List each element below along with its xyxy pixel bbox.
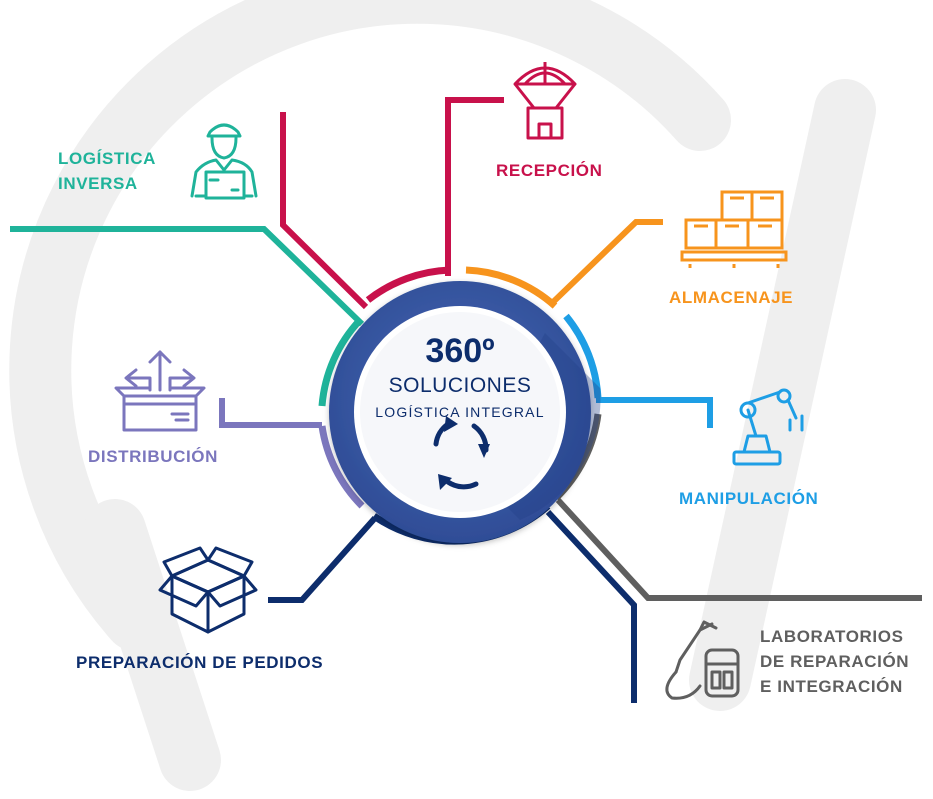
- connectors: [10, 97, 922, 703]
- arc-logistica-inversa: [318, 317, 363, 407]
- connector-distribucion: [219, 398, 322, 428]
- robot-arm-icon: [732, 388, 804, 466]
- label-laboratorios: LABORATORIOS DE REPARACIÓN E INTEGRACIÓN: [760, 624, 909, 699]
- arc-distribucion: [318, 425, 365, 509]
- arc-recepcion: [365, 266, 451, 303]
- label-manipulacion: MANIPULACIÓN: [679, 486, 818, 511]
- connector-logistica-inversa: [10, 226, 365, 327]
- arc-almacenaje: [465, 266, 558, 309]
- connector-laboratorios-navy: [545, 509, 637, 703]
- label-logistica-inversa: LOGÍSTICA INVERSA: [58, 146, 156, 196]
- label-distribucion-line: DISTRIBUCIÓN: [88, 447, 218, 466]
- connector-preparacion: [268, 516, 378, 603]
- arc-manipulacion: [563, 313, 602, 399]
- connector-logistica-inversa-red: [280, 112, 369, 310]
- connector-manipulacion: [596, 397, 713, 428]
- center-tagline: LOGÍSTICA INTEGRAL: [375, 404, 545, 420]
- welding-torch-icon: [665, 620, 740, 700]
- connector-laboratorios: [555, 497, 922, 601]
- connector-almacenaje: [547, 219, 663, 308]
- parachute-box-icon: [513, 62, 577, 140]
- label-recepcion-line: RECEPCIÓN: [496, 161, 603, 180]
- core-hub: [329, 281, 601, 543]
- label-recepcion: RECEPCIÓN: [496, 158, 602, 183]
- label-laboratorios-line-1: LABORATORIOS: [760, 627, 904, 646]
- delivery-person-icon: [190, 123, 258, 200]
- label-almacenaje: ALMACENAJE: [669, 285, 793, 310]
- background-watermark: [9, 0, 876, 791]
- center-title: 360º: [425, 332, 495, 370]
- pallet-boxes-icon: [680, 190, 788, 268]
- label-logistica-inversa-line-2: INVERSA: [58, 174, 138, 193]
- label-almacenaje-line: ALMACENAJE: [669, 288, 794, 307]
- label-laboratorios-line-2: DE REPARACIÓN: [760, 652, 910, 671]
- label-manipulacion-line: MANIPULACIÓN: [679, 489, 819, 508]
- label-logistica-inversa-line-1: LOGÍSTICA: [58, 149, 156, 168]
- label-preparacion-line: PREPARACIÓN DE PEDIDOS: [76, 653, 324, 672]
- connector-recepcion: [445, 97, 504, 276]
- box-arrows-icon: [114, 350, 206, 432]
- label-preparacion: PREPARACIÓN DE PEDIDOS: [76, 650, 323, 675]
- label-laboratorios-line-3: E INTEGRACIÓN: [760, 677, 903, 696]
- open-box-icon: [158, 546, 258, 634]
- label-distribucion: DISTRIBUCIÓN: [88, 444, 218, 469]
- recycle-icon: [433, 416, 490, 490]
- center-subtitle: SOLUCIONES: [388, 374, 532, 397]
